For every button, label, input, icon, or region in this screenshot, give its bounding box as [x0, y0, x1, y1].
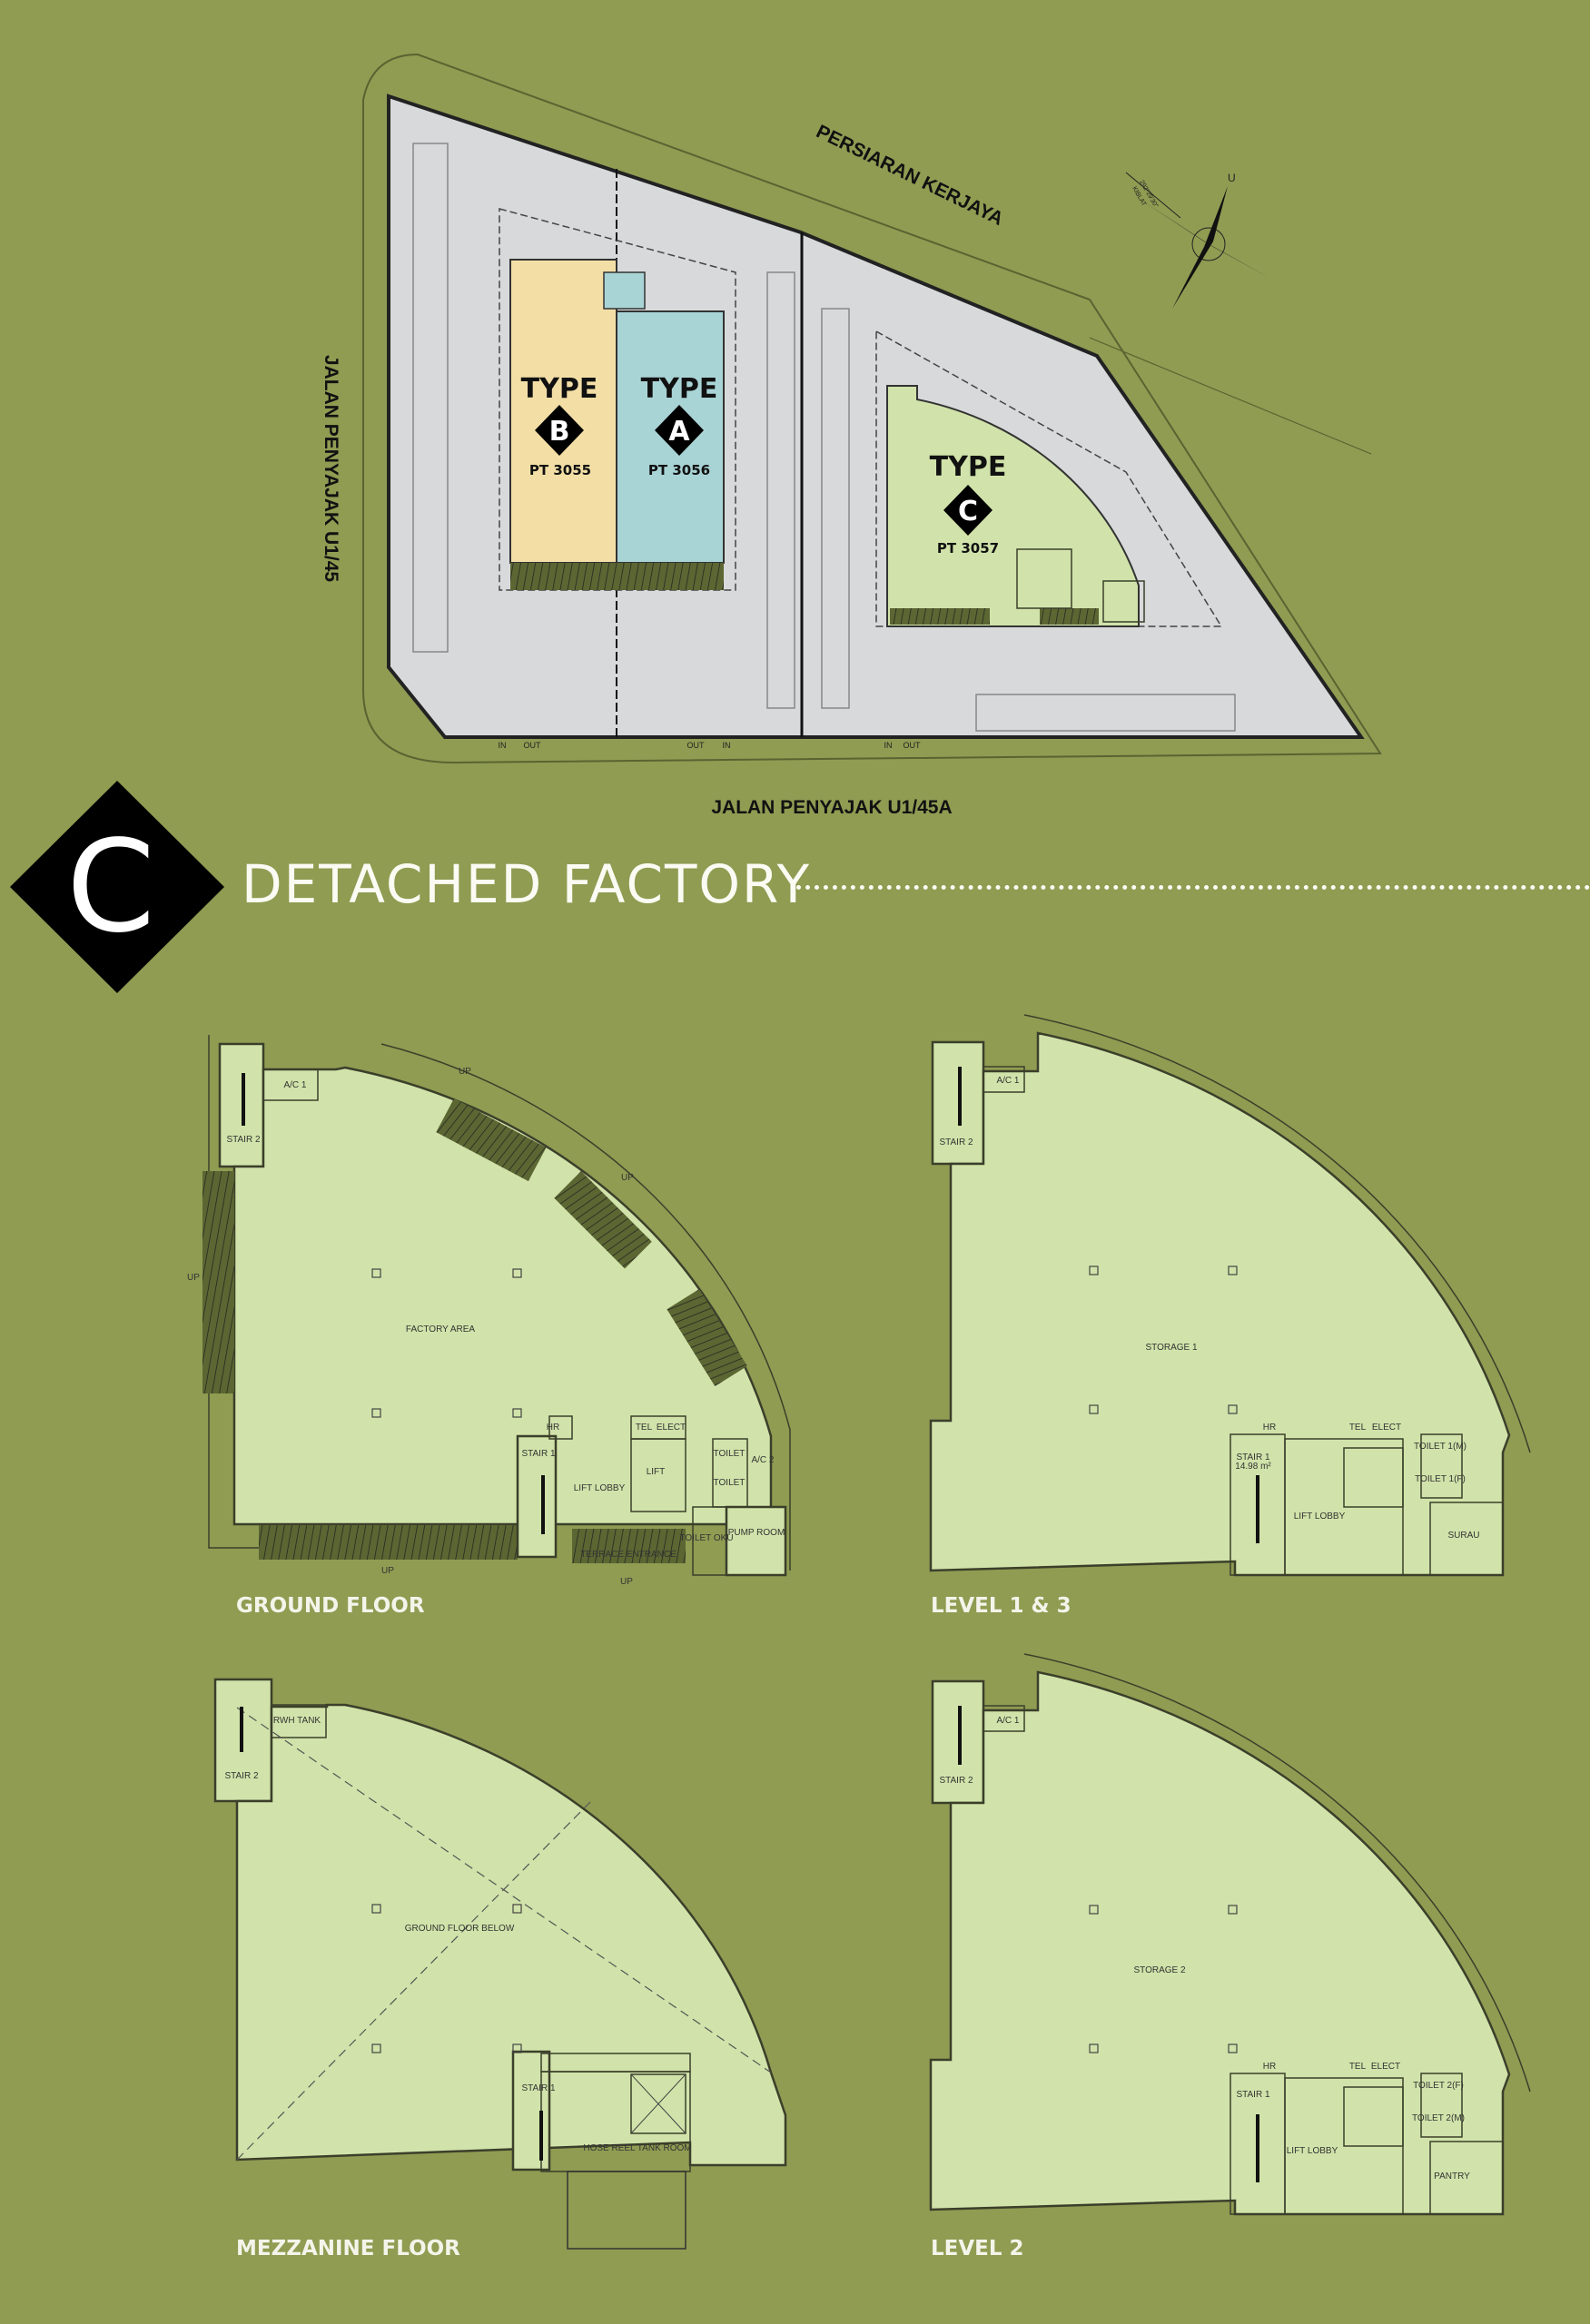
room-label: A/C 2 — [751, 1455, 774, 1465]
room-label: LIFT LOBBY — [574, 1483, 626, 1493]
room-area: 14.98 m² — [1235, 1462, 1271, 1472]
room-label: A/C 1 — [283, 1080, 306, 1090]
room-label: STORAGE 2 — [1133, 1965, 1185, 1975]
room-label: TOILET 1(F) — [1415, 1474, 1466, 1484]
room-label: ELECT — [1372, 1423, 1401, 1433]
room-label: LIFT — [647, 1467, 666, 1477]
lot-b-letter: B — [549, 416, 570, 448]
lot-a-letter: A — [668, 416, 690, 448]
room-label: SURAU — [1447, 1531, 1479, 1541]
room-label: HR — [547, 1423, 559, 1433]
plan-mezzanine: RWH TANK STAIR 2 GROUND FLOOR BELOW STAI… — [213, 1678, 787, 2260]
lot-a-diamond-icon — [655, 405, 704, 456]
room-label: STAIR 1 — [1236, 1452, 1269, 1462]
lot-a-pt: PT 3056 — [648, 462, 710, 478]
room-label: STAIR 1 — [1236, 2090, 1269, 2100]
room-label: STAIR 1 — [521, 2083, 555, 2093]
site-plan: PERSIARAN KERJAYA JALAN PENYAJAK U1/45 J… — [321, 53, 1382, 818]
room-label: TOILET — [714, 1478, 746, 1488]
room-label: A/C 1 — [996, 1716, 1019, 1726]
section-c-badge: C — [10, 781, 224, 993]
room-label: STAIR 1 — [521, 1449, 555, 1459]
floor-label-level-1-3: LEVEL 1 & 3 — [931, 1594, 1072, 1618]
plan-level-1-3: A/C 1 STAIR 2 STORAGE 1 HR TEL ELECT STA… — [929, 1013, 1532, 1618]
title-dotted-rule — [796, 885, 1590, 890]
stair-up-mark: UP — [621, 1173, 634, 1183]
room-label: TOILET 2(M) — [1412, 2113, 1465, 2123]
section-letter: C — [66, 813, 155, 961]
floor-label-level-2: LEVEL 2 — [931, 2237, 1024, 2260]
room-label: STAIR 2 — [939, 1776, 973, 1786]
room-label: TOILET 1(M) — [1414, 1442, 1467, 1452]
floor-label-mezzanine: MEZZANINE FLOOR — [236, 2237, 460, 2260]
room-label: PANTRY — [1434, 2171, 1470, 2181]
road-label-south: JALAN PENYAJAK U1/45A — [711, 797, 952, 818]
room-label: ELECT — [1371, 2062, 1400, 2072]
plan-ground-floor: STAIR 2 A/C 1 FACTORY AREA HR STAIR 1 LI… — [187, 1035, 791, 1618]
room-label: HR — [1263, 2062, 1276, 2072]
stair-up-mark: UP — [381, 1566, 394, 1576]
gate-label: IN — [884, 741, 893, 750]
gate-label: OUT — [524, 741, 542, 750]
room-label: STAIR 2 — [226, 1135, 260, 1145]
stair-up-mark: UP — [620, 1577, 633, 1587]
room-label: TEL — [1349, 2062, 1367, 2072]
stair-up-mark: UP — [187, 1273, 200, 1283]
room-label: FACTORY AREA — [406, 1324, 475, 1334]
room-label: PUMP ROOM — [728, 1528, 785, 1538]
room-label: TEL — [1349, 1423, 1367, 1433]
stair-up-mark: UP — [459, 1067, 471, 1077]
lot-b-type-label: TYPE — [521, 373, 598, 405]
compass-north-letter: U — [1228, 172, 1236, 184]
room-label: GROUND FLOOR BELOW — [405, 1924, 515, 1934]
gate-label: IN — [499, 741, 507, 750]
lot-a-type-label: TYPE — [641, 373, 718, 405]
room-label: STORAGE 1 — [1145, 1343, 1197, 1353]
lot-b-pt: PT 3055 — [529, 462, 591, 478]
road-label-north: PERSIARAN KERJAYA — [813, 121, 1006, 230]
room-label: HR — [1263, 1423, 1276, 1433]
lot-c-diamond-icon — [943, 485, 993, 536]
lot-type-c — [886, 385, 1140, 627]
room-label: TOILET 2(F) — [1413, 2081, 1464, 2091]
room-label: STAIR 2 — [939, 1137, 973, 1147]
gate-label: OUT — [687, 741, 706, 750]
room-label: TEL — [636, 1423, 653, 1433]
room-label: ELECT — [657, 1423, 686, 1433]
plan-level-2: A/C 1 STAIR 2 STORAGE 2 HR TEL ELECT STA… — [929, 1652, 1532, 2260]
room-label: STAIR 2 — [224, 1771, 258, 1781]
room-label: TOILET — [714, 1449, 746, 1459]
lot-b-diamond-icon — [535, 405, 584, 456]
floor-label-ground: GROUND FLOOR — [236, 1594, 425, 1618]
lot-c-pt: PT 3057 — [937, 540, 999, 556]
room-label: HOSE REEL TANK ROOM — [583, 2143, 691, 2153]
room-label: LIFT LOBBY — [1287, 2146, 1338, 2156]
room-label: RWH TANK — [273, 1716, 321, 1726]
room-label: TERRACE ENTRANCE — [580, 1550, 676, 1560]
lot-c-letter: C — [958, 496, 978, 527]
room-label: TOILET OKU — [679, 1533, 733, 1543]
section-title: DETACHED FACTORY — [242, 853, 812, 915]
lot-c-type-label: TYPE — [930, 451, 1007, 483]
road-label-west: JALAN PENYAJAK U1/45 — [321, 355, 341, 582]
gate-label: OUT — [904, 741, 922, 750]
compass-icon — [1125, 172, 1269, 309]
gate-label: IN — [723, 741, 731, 750]
room-label: A/C 1 — [996, 1076, 1019, 1086]
room-label: LIFT LOBBY — [1294, 1512, 1346, 1521]
